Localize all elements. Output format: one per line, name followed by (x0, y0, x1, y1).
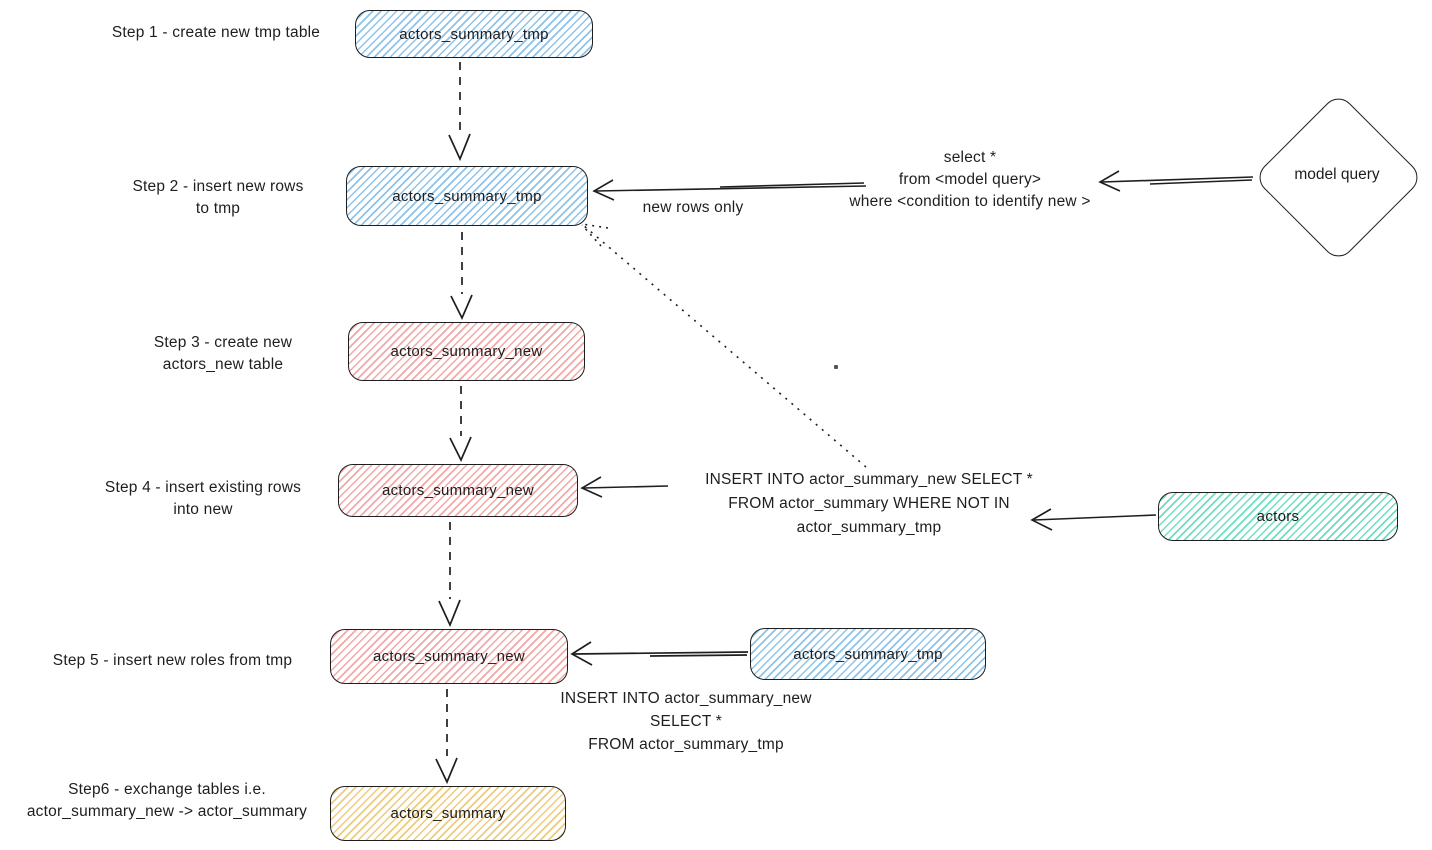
insert-from-tmp-line: SELECT * (650, 713, 722, 730)
node-actors-summary-tmp-step2: actors_summary_tmp (346, 166, 588, 226)
node-label: actors_summary_new (390, 343, 543, 360)
select-query-line: from <model query> (898, 171, 1042, 188)
node-label: actors_summary_new (381, 482, 535, 499)
step1-label: Step 1 - create new tmp table (80, 22, 352, 44)
arrow-step4-to-step5 (438, 522, 461, 628)
select-query-text: select * from <model query> where <condi… (825, 147, 1115, 213)
step6-label-line: Step6 - exchange tables i.e. (68, 781, 266, 798)
select-query-line: select * (943, 149, 997, 166)
step3-label-line: actors_new table (162, 356, 284, 373)
step4-label-line: Step 4 - insert existing rows (104, 479, 302, 496)
arrow-model-query-to-select (1098, 170, 1254, 192)
insert-from-tmp-line: INSERT INTO actor_summary_new (560, 690, 812, 707)
insert-existing-line: actor_summary_tmp (796, 519, 942, 536)
node-label: actors (1256, 508, 1300, 525)
node-label: actors_summary_tmp (399, 25, 549, 43)
node-actors-summary-new-step4: actors_summary_new (338, 464, 578, 517)
insert-from-tmp-line: FROM actor_summary_tmp (588, 736, 784, 753)
node-label: actors_summary_tmp (793, 645, 943, 663)
arrow-step1-to-step2 (448, 62, 471, 162)
step6-label-line: actor_summary_new -> actor_summary (26, 803, 308, 820)
node-label: actors_summary (390, 805, 506, 822)
insert-existing-query-text: INSERT INTO actor_summary_new SELECT * F… (688, 468, 1050, 540)
step5-label-line: Step 5 - insert new roles from tmp (52, 652, 293, 669)
arrow-actors-to-insert-existing (1030, 508, 1157, 531)
select-query-line: where <condition to identify new > (849, 193, 1091, 210)
node-label: actors_summary_tmp (392, 187, 542, 205)
step6-label: Step6 - exchange tables i.e. actor_summa… (8, 779, 326, 823)
new-rows-only-label: new rows only (642, 199, 744, 216)
arrow-step3-to-step4 (449, 386, 472, 463)
step3-label: Step 3 - create new actors_new table (110, 332, 336, 376)
step1-label-line: Step 1 - create new tmp table (111, 24, 321, 41)
dotted-arrow-query-to-tmp (581, 223, 867, 468)
node-actors-summary-new-step5: actors_summary_new (330, 629, 568, 684)
arrow-step5-to-step6 (435, 689, 458, 785)
step5-label: Step 5 - insert new roles from tmp (25, 650, 320, 672)
insert-existing-line: FROM actor_summary WHERE NOT IN (728, 495, 1010, 512)
step2-label: Step 2 - insert new rows to tmp (95, 176, 341, 220)
step2-label-line: to tmp (195, 200, 241, 217)
step3-label-line: Step 3 - create new (153, 334, 293, 351)
step4-label-line: into new (173, 501, 233, 518)
insert-from-tmp-query-text: INSERT INTO actor_summary_new SELECT * F… (540, 687, 832, 756)
arrow-step2-to-step3 (450, 232, 473, 321)
node-actors-summary-tmp-step1: actors_summary_tmp (355, 10, 593, 58)
node-actors-summary-tmp-source: actors_summary_tmp (750, 628, 986, 680)
insert-existing-line: INSERT INTO actor_summary_new SELECT * (705, 471, 1033, 488)
model-query-label: model query (1294, 166, 1380, 183)
node-actors-summary-new-step3: actors_summary_new (348, 322, 585, 381)
arrow-tmp-source-to-step5 (570, 641, 749, 666)
step2-label-line: Step 2 - insert new rows (132, 178, 304, 195)
node-actors: actors (1158, 492, 1398, 541)
node-actors-summary-step6: actors_summary (330, 786, 566, 841)
node-label: actors_summary_new (372, 648, 526, 665)
step4-label: Step 4 - insert existing rows into new (75, 477, 331, 521)
stray-mark (834, 365, 838, 369)
arrow-insert-existing-to-step4 (580, 476, 669, 498)
